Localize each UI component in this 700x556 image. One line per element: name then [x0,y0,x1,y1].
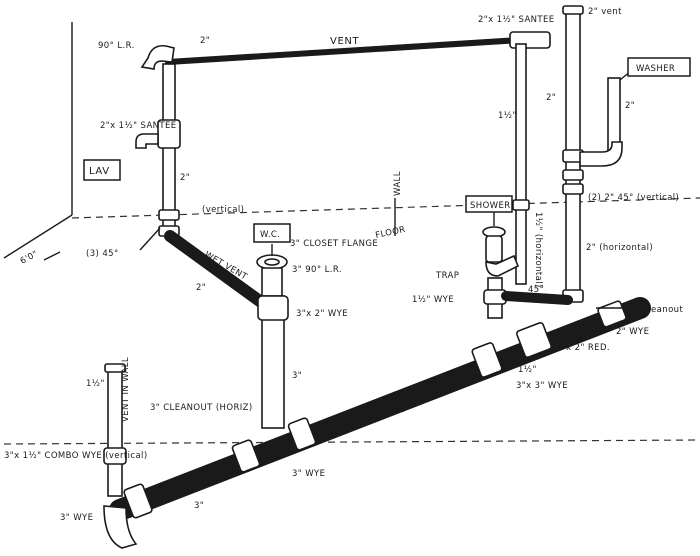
wc-90-fitting [261,267,283,299]
label-size-1-5-right: 1½" [518,365,537,375]
label-vertical-left: (vertical) [202,205,244,215]
lav-riser-pipe [162,63,176,235]
wall-base-line [3,214,73,259]
wall-floor-lines [3,22,700,445]
main-drain [103,297,651,549]
label-vent-in-wall: VENT IN WALL [121,357,131,422]
label-floor: FLOOR [375,225,407,241]
lav-box [83,159,121,181]
label-santee-lav: 2"x 1½" SANTEE [100,121,177,131]
top-vent-run [140,31,551,70]
shower-drain [482,226,573,319]
left-vent-pipe [107,365,123,497]
wc-wye [257,295,289,321]
label-cleanout-2: 2" cleanout [630,305,683,315]
label-cleanout-3: 3" CLEANOUT (HORIZ) [150,403,253,413]
main-coupling-left [123,483,153,519]
floor-line-upper [71,197,700,219]
label-closet-flange: 3" CLOSET FLANGE [290,239,378,249]
main-coupling-1 [231,439,261,473]
label-wye-3x3: 3"x 3" WYE [516,381,568,391]
label-dimension-6ft: 6'0" [19,249,40,267]
closet-flange-inner [264,258,280,266]
right-45-fitting-b [562,183,584,195]
label-wye-1-5: 1½" WYE [412,295,454,305]
label-vertical-right: (2) 2" 45° (vertical) [588,193,679,203]
label-angle-45: 45° [528,285,544,295]
label-wall-right: WALL [393,171,403,196]
main-coupling-2 [287,417,317,451]
wc-box [253,223,291,243]
shower-vent-pipe [515,43,527,285]
shower-trap [485,254,520,277]
leaders [43,69,633,309]
right-45-fitting-a [562,169,584,181]
label-size-1-5-shower-vent: 1½" [498,111,517,121]
vent-cap [562,5,584,15]
left-vent-wall [103,363,127,497]
reducer-3x2 [515,321,553,359]
label-wye-3x2-wc: 3"x 2" WYE [296,309,348,319]
washer-trap [579,141,623,167]
washer-box [627,57,691,77]
dimension-arrow-left [43,251,61,261]
label-wye-3-left: 3" WYE [60,513,93,523]
cleanout-3-elbow [103,505,138,549]
left-vent-top [104,363,126,373]
leader-45 [139,227,161,251]
label-size-2-right-vert: 2" [546,93,556,103]
label-size-2-top: 2" [200,36,210,46]
label-size-2-lav-riser: 2" [180,173,190,183]
lr90-fitting-top [140,44,175,70]
label-lr90-wc: 3" 90° L.R. [292,265,342,275]
label-lav: LAV [89,166,110,177]
label-vent-top-right: 2" vent [588,7,622,17]
label-two-45-left: (3) 45° [86,249,119,259]
washer-standpipe [579,77,623,167]
shower-box [465,195,513,213]
label-red-3x2: 3"x 2" RED. [556,343,610,353]
label-horizontal-2: 2" (horizontal) [586,243,653,253]
label-combo: 3"x 1½" COMBO WYE (vertical) [4,451,148,461]
label-wye-3-bottom: 3" WYE [292,469,325,479]
label-horizontal-1-5: 1½" (horizontal) [533,212,543,288]
label-vent: VENT [330,36,359,47]
label-size-2-washer: 2" [625,101,635,111]
label-shower: SHOWER [470,201,511,211]
label-wye-2: 2" WYE [616,327,649,337]
label-lr90-top: 90° L.R. [98,41,135,51]
label-trap: TRAP [435,271,459,281]
lav-45-a [158,209,180,221]
shower-trap-riser [485,235,503,263]
floor-line-lower [3,439,700,445]
combo-wye [103,447,127,465]
wet-vent [164,230,278,316]
main-wye-3x3 [471,342,503,378]
label-size-3-bottom: 3" [194,501,204,511]
label-size-2-wet: 2" [196,283,206,293]
label-size-1-5-left-vent: 1½" [86,379,105,389]
label-size-3-wc-drop: 3" [292,371,302,381]
wc-drop [256,254,289,429]
lav-riser [135,63,181,237]
shower-vent [512,43,530,285]
shower-vent-coupling [512,199,530,211]
labels: 90° L.R. 2" VENT 2"x 1½" SANTEE 2" vent … [4,7,691,523]
label-size-3-main: 3" [400,405,410,415]
label-santee-top: 2"x 1½" SANTEE [478,15,555,25]
label-wc: W.C. [260,230,280,240]
lav-trap-arm [135,133,159,149]
label-washer: WASHER [636,64,675,74]
